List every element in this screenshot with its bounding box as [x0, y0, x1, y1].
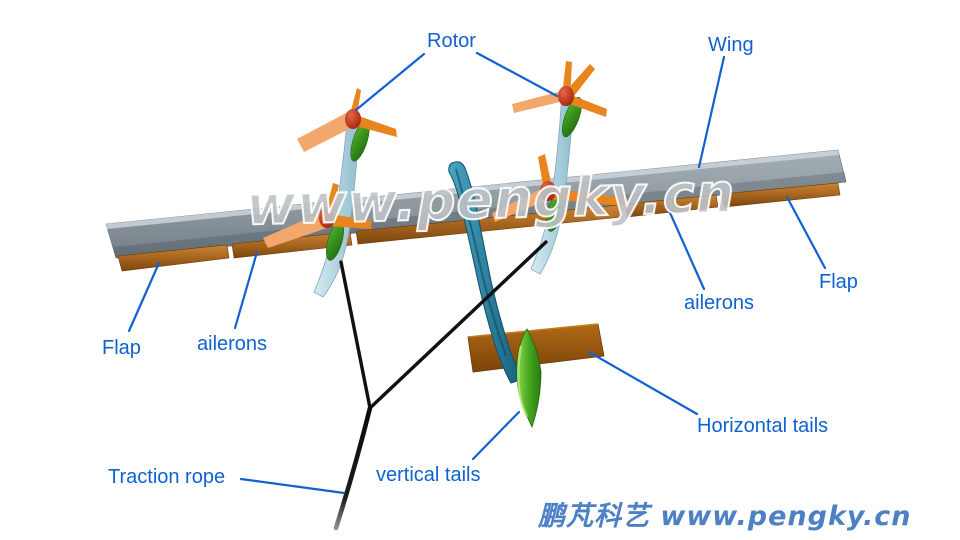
- rotor-bottom-right: [492, 154, 627, 232]
- label-ailerons-right: ailerons: [684, 292, 755, 314]
- horizontal-tails-leader: [587, 350, 699, 416]
- traction-rope-lines: [333, 240, 548, 531]
- ailerons-left-leader: [233, 250, 259, 330]
- ailerons-right-leader: [665, 204, 706, 291]
- label-flap-right: Flap: [819, 271, 858, 293]
- left-aileron-surface: [231, 231, 353, 259]
- rotor-top-left: [297, 88, 397, 162]
- footer-site-text: 鹏芃科艺 www.pengky.cn: [538, 501, 912, 532]
- label-ailerons-left: ailerons: [197, 333, 268, 355]
- right-aileron-surface: [624, 194, 719, 218]
- label-horizontal-tails: Horizontal tails: [697, 415, 829, 437]
- left-flap-surface: [117, 244, 230, 272]
- right-flap-surface: [721, 182, 841, 208]
- rotor-leader-right: [475, 51, 559, 98]
- label-rotor: Rotor: [427, 30, 476, 52]
- label-traction-rope: Traction rope: [108, 466, 226, 488]
- label-vertical-tails: vertical tails: [376, 464, 481, 486]
- leader-lines: [127, 51, 827, 495]
- rotor-top-right: [512, 61, 607, 138]
- vertical-tails-leader: [471, 410, 521, 461]
- label-wing: Wing: [708, 34, 754, 56]
- wing-leader: [697, 55, 726, 169]
- rotor-bottom-left: [263, 183, 372, 261]
- traction-rope-leader: [239, 477, 346, 495]
- left-pylon: [313, 112, 361, 298]
- flap-right-leader: [785, 195, 827, 270]
- label-flap-left: Flap: [102, 337, 141, 359]
- right-pylon: [530, 90, 575, 275]
- rotor-leader-left: [354, 52, 426, 112]
- flap-left-leader: [127, 261, 161, 333]
- vertical-tail: [516, 328, 542, 429]
